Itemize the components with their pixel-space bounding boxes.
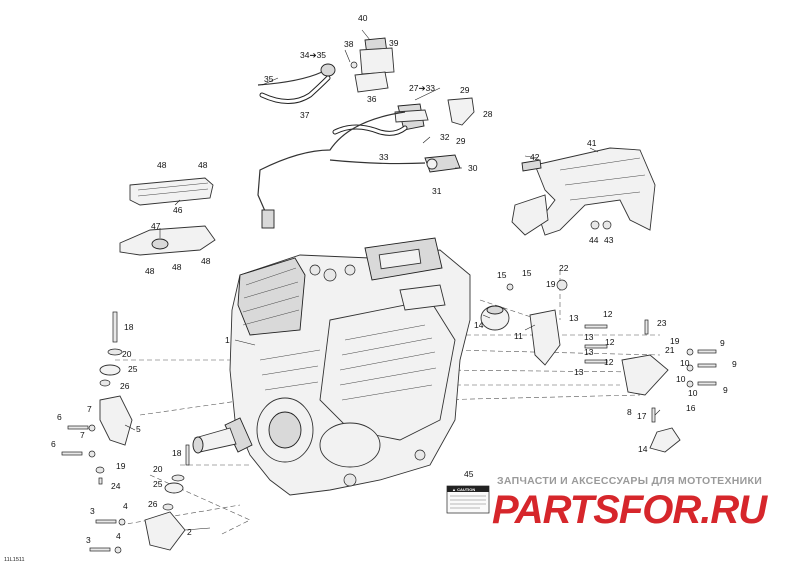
callout-39: 39	[389, 38, 399, 48]
leader-lines	[124, 29, 661, 531]
callout-48c: 48	[145, 266, 155, 276]
callout-41: 41	[587, 138, 597, 148]
callout-17: 17	[637, 411, 647, 421]
callout-25a: 25	[128, 364, 138, 374]
callout-44: 44	[589, 235, 599, 245]
callout-48b: 48	[198, 160, 208, 170]
callout-18b: 18	[172, 448, 182, 458]
callout-4a: 4	[123, 501, 128, 511]
caution-label-title: ▲ CAUTION	[452, 487, 475, 492]
callout-7b: 7	[80, 430, 85, 440]
callout-29a: 29	[460, 85, 470, 95]
callout-22: 22	[559, 263, 569, 273]
callout-8: 8	[627, 407, 632, 417]
callout-2: 2	[187, 527, 192, 537]
callout-1: 1	[225, 335, 230, 345]
callout-37: 37	[300, 110, 310, 120]
callout-43: 43	[604, 235, 614, 245]
callout-3b: 3	[86, 535, 91, 545]
watermark: ЗАПЧАСТИ И АКСЕССУАРЫ ДЛЯ МОТОТЕХНИКИ PA…	[492, 475, 769, 532]
frame-bracket	[511, 147, 656, 236]
callout-11: 11	[514, 331, 523, 341]
callout-24: 24	[111, 481, 121, 491]
callout-23: 23	[657, 318, 667, 328]
callout-21: 21	[665, 345, 675, 355]
callout-28: 28	[483, 109, 493, 119]
watermark-brand: PARTSFOR.RU	[492, 488, 768, 532]
callout-13d: 13	[574, 367, 584, 377]
callout-19a: 19	[546, 279, 556, 289]
callout-9a: 9	[720, 338, 725, 348]
callout-14a: 14	[474, 320, 484, 330]
engine-assembly	[192, 237, 471, 496]
callout-19b: 19	[670, 336, 680, 346]
callout-46: 46	[173, 205, 183, 215]
reference-code: 11L1511	[4, 557, 25, 563]
callout-4b: 4	[116, 531, 121, 541]
callout-16: 16	[686, 403, 696, 413]
callout-32: 32	[440, 132, 450, 142]
callout-26a: 26	[120, 381, 130, 391]
callout-26b: 26	[148, 499, 158, 509]
callout-13b: 13	[584, 332, 594, 342]
callout-10c: 10	[688, 388, 698, 398]
callout-19c: 19	[116, 461, 126, 471]
callout-47: 47	[151, 221, 161, 231]
callout-14b: 14	[638, 444, 648, 454]
callout-6b: 6	[51, 439, 56, 449]
callout-9c: 9	[723, 385, 728, 395]
callout-30: 30	[468, 163, 478, 173]
watermark-tagline: ЗАПЧАСТИ И АКСЕССУАРЫ ДЛЯ МОТОТЕХНИКИ	[497, 475, 762, 487]
callout-20b: 20	[153, 464, 163, 474]
callout-29b: 29	[456, 136, 466, 146]
callout-42: 42	[530, 152, 540, 162]
callout-35: 35	[264, 74, 274, 84]
callout-6a: 6	[57, 412, 62, 422]
callout-48e: 48	[201, 256, 211, 266]
callout-10b: 10	[676, 374, 686, 384]
heat-shields	[119, 177, 216, 256]
callout-13a: 13	[569, 313, 579, 323]
callout-3a: 3	[90, 506, 95, 516]
callout-labels: 40 38 39 34➔35 35 36 27➔33 29 28 29 37 3…	[51, 13, 737, 545]
callout-34: 34➔35	[300, 50, 326, 60]
callout-13c: 13	[584, 347, 594, 357]
callout-18a: 18	[124, 322, 134, 332]
callout-15b: 15	[522, 268, 532, 278]
callout-12b: 12	[605, 337, 615, 347]
callout-25b: 25	[153, 479, 163, 489]
callout-5: 5	[136, 424, 141, 434]
top-hardware	[257, 37, 475, 229]
callout-20a: 20	[122, 349, 132, 359]
callout-38: 38	[344, 39, 354, 49]
callout-33: 33	[379, 152, 389, 162]
callout-48a: 48	[157, 160, 167, 170]
callout-40: 40	[358, 13, 368, 23]
right-mounts	[480, 279, 717, 453]
caution-label: ▲ CAUTION	[446, 485, 490, 514]
callout-12c: 12	[604, 357, 614, 367]
callout-7a: 7	[87, 404, 92, 414]
callout-45: 45	[464, 469, 474, 479]
callout-10a: 10	[680, 358, 690, 368]
callout-27: 27➔33	[409, 83, 435, 93]
callout-9b: 9	[732, 359, 737, 369]
callout-12a: 12	[603, 309, 613, 319]
callout-36: 36	[367, 94, 377, 104]
callout-15a: 15	[497, 270, 507, 280]
left-mounts	[61, 311, 190, 554]
callout-31: 31	[432, 186, 442, 196]
callout-48d: 48	[172, 262, 182, 272]
